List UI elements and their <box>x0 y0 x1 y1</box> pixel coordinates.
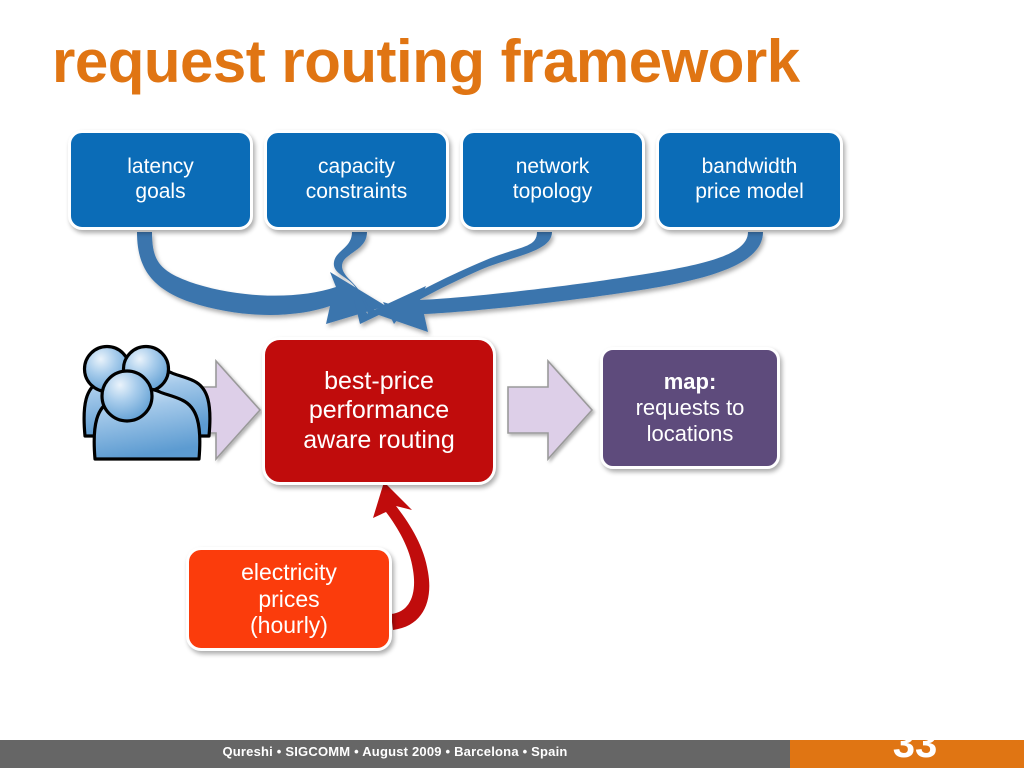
input-label-line1: capacity <box>317 155 396 179</box>
output-label-heading: map: <box>663 369 717 395</box>
arrow-capacity-to-routing <box>333 232 381 324</box>
process-label-line3: aware routing <box>303 425 455 454</box>
input-label-line1: network <box>515 155 590 179</box>
output-box-map-requests-to-locations[interactable]: map: requests to locations <box>600 347 780 469</box>
footer-credits: Qureshi • SIGCOMM • August 2009 • Barcel… <box>222 744 568 759</box>
input-box-label: network topology <box>513 155 592 204</box>
input-box-capacity-constraints[interactable]: capacity constraints <box>264 130 449 230</box>
input-label-line2: price model <box>695 180 804 203</box>
users-group-icon <box>82 344 212 461</box>
input-box-label: latency goals <box>127 155 194 204</box>
output-label-line2: requests to <box>635 395 745 421</box>
electricity-box-label: electricity prices (hourly) <box>241 559 337 640</box>
page-number: 33 <box>892 722 938 766</box>
input-box-bandwidth-price-model[interactable]: bandwidth price model <box>656 130 843 230</box>
process-box-label: best-price performance aware routing <box>303 367 454 455</box>
user-icon-back-left <box>82 344 188 438</box>
input-box-label: capacity constraints <box>306 155 408 204</box>
arrow-latency-to-routing <box>137 232 386 324</box>
input-arrows-group <box>137 232 763 332</box>
process-label-line2: performance <box>308 396 450 425</box>
user-icon-front-center <box>92 369 202 461</box>
page-number-bar <box>790 740 1024 768</box>
electricity-label-line1: electricity <box>241 558 337 585</box>
footer-bar <box>0 740 790 768</box>
input-label-line1: bandwidth <box>701 155 798 179</box>
input-box-latency-goals[interactable]: latency goals <box>68 130 253 230</box>
input-label-line2: goals <box>135 180 186 203</box>
process-label-line1: best-price <box>324 367 434 396</box>
input-label-line2: topology <box>512 180 593 203</box>
arrow-routing-to-map <box>507 358 594 462</box>
input-label-line1: latency <box>127 155 194 179</box>
input-label-line2: constraints <box>305 180 408 203</box>
electricity-label-line3: (hourly) <box>250 612 328 639</box>
user-icon-back-right <box>106 344 212 438</box>
page-title: request routing framework <box>52 28 800 95</box>
output-box-label: map: requests to locations <box>636 369 745 446</box>
input-box-network-topology[interactable]: network topology <box>460 130 645 230</box>
output-label-line3: locations <box>646 420 734 446</box>
electricity-label-line2: prices <box>258 585 320 612</box>
input-box-electricity-prices[interactable]: electricity prices (hourly) <box>186 547 392 651</box>
input-box-label: bandwidth price model <box>695 155 804 204</box>
process-box-best-price-routing[interactable]: best-price performance aware routing <box>262 337 496 485</box>
arrow-bandwidth-to-routing <box>370 232 763 332</box>
arrow-users-to-routing <box>175 358 262 462</box>
arrow-network-to-routing <box>383 232 552 324</box>
